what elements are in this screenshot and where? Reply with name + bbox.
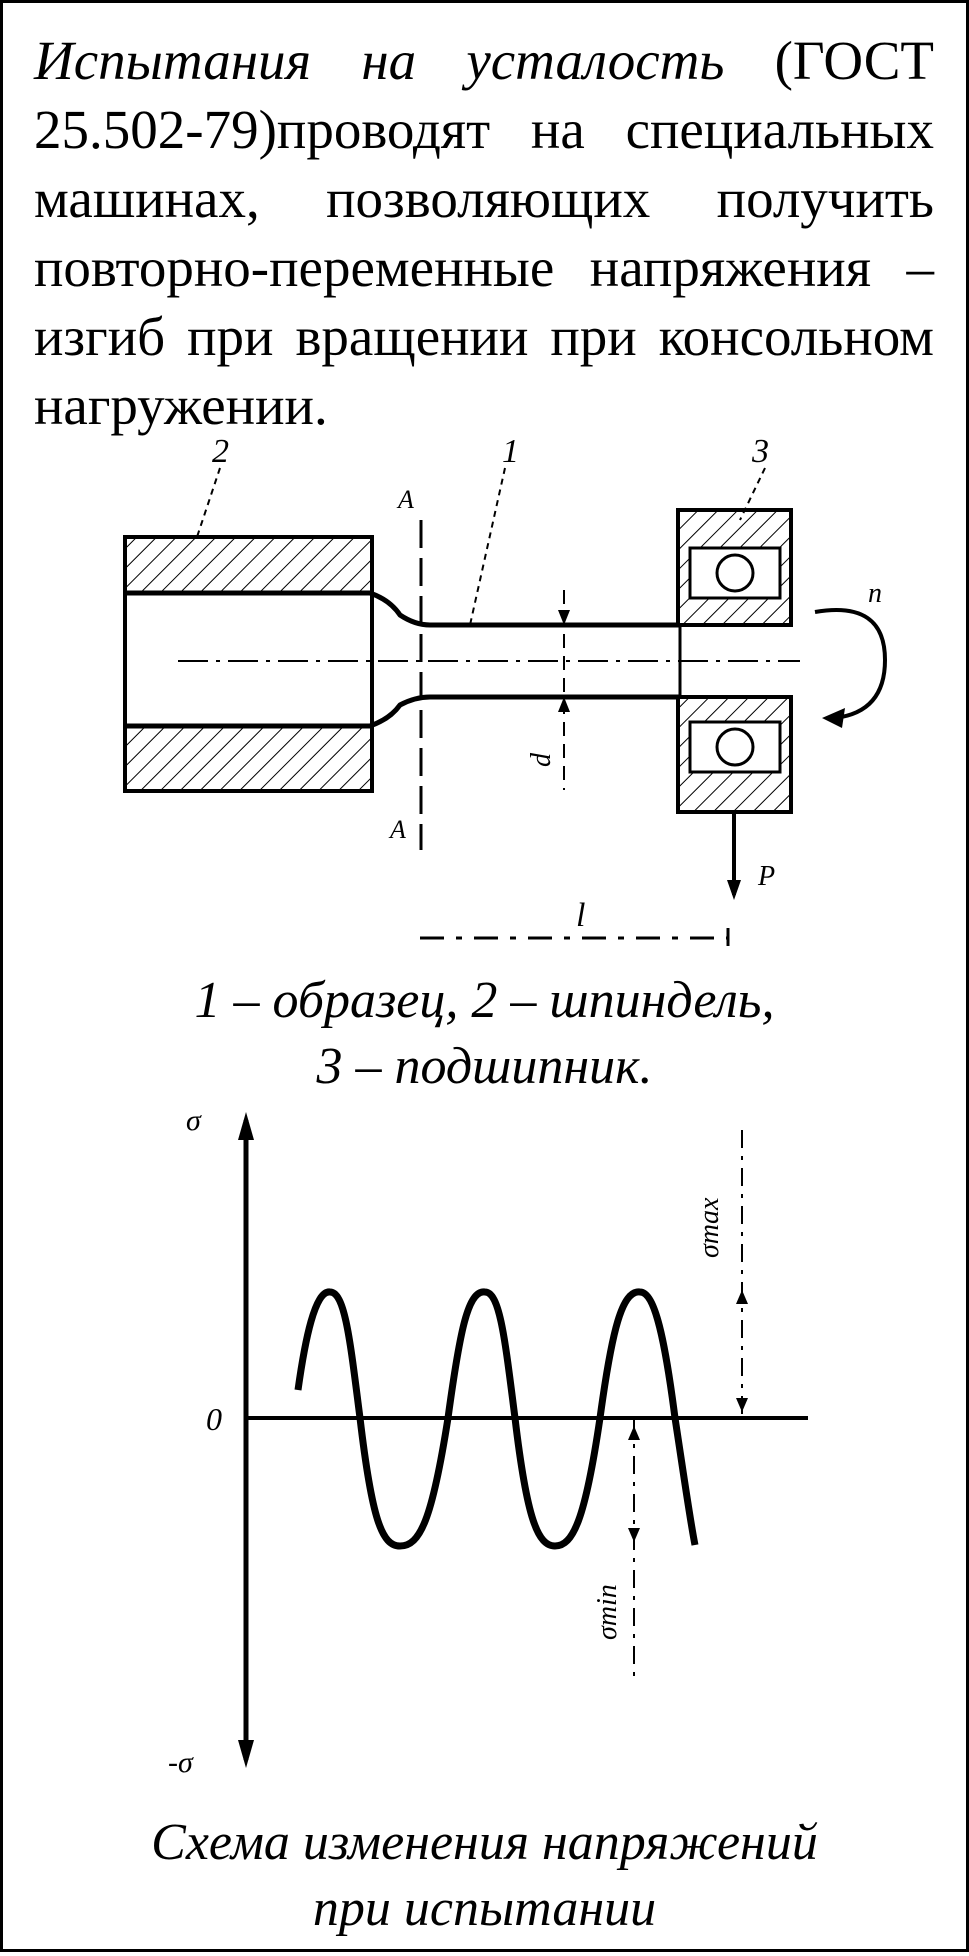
axis-label-bottom: -σ: [168, 1746, 194, 1779]
axis-label-top: σ: [186, 1104, 202, 1137]
bearing-leader: [739, 467, 766, 521]
sigma-max-arrow-bottom: [736, 1398, 748, 1412]
intro-paragraph: Испытания на усталость (ГОСТ 25.502-79)п…: [34, 26, 934, 440]
figure1-caption-line2: 3 – подшипник.: [316, 1038, 653, 1095]
length-label: l: [576, 897, 585, 934]
stress-axis-arrow-bottom: [238, 1740, 254, 1768]
section-label-top: A: [396, 485, 414, 514]
intro-text: (ГОСТ 25.502-79)проводят на специальных …: [34, 30, 935, 436]
bearing: [676, 508, 793, 814]
force-label: P: [757, 861, 775, 892]
diameter-arrow-bottom: [558, 697, 570, 712]
figure1-caption: 1 – образец, 2 – шпиндель, 3 – подшипник.: [0, 968, 969, 1100]
specimen-label: 1: [502, 433, 519, 470]
stress-wave: [294, 1288, 699, 1550]
rotation-arrowhead: [822, 708, 845, 728]
diameter-arrow-top: [558, 610, 570, 625]
diameter-label: d: [526, 752, 557, 767]
spindle: [123, 535, 374, 793]
sigma-max-arrow-top: [736, 1290, 748, 1304]
origin-label: 0: [206, 1401, 222, 1437]
test-machine-diagram: A A 2 1 3 d n P l: [123, 433, 888, 946]
sigma-max-label: σmax: [694, 1197, 725, 1258]
force-arrowhead: [727, 880, 741, 900]
figure2-caption: Схема изменения напряжений при испытании: [0, 1810, 969, 1942]
section-label-bottom: A: [388, 815, 406, 844]
figure2-caption-line2: при испытании: [312, 1880, 657, 1937]
spindle-label: 2: [212, 433, 229, 470]
spindle-leader: [195, 467, 221, 541]
stress-cycle-diagram: σ -σ 0 σmax σmin: [168, 1104, 808, 1779]
sigma-min-arrow-bottom: [628, 1528, 640, 1542]
specimen: [125, 590, 682, 729]
sigma-min-label: σmin: [592, 1584, 623, 1640]
specimen-leader: [469, 467, 506, 626]
sigma-min-arrow-top: [628, 1426, 640, 1440]
rotation-arrow: [814, 608, 888, 720]
intro-term: Испытания на усталость: [34, 30, 725, 91]
rotation-label: n: [868, 578, 882, 609]
figure2-caption-line1: Схема изменения напряжений: [151, 1814, 818, 1871]
stress-axis-arrow-top: [238, 1112, 254, 1140]
figure1-caption-line1: 1 – образец, 2 – шпиндель,: [194, 972, 775, 1029]
bearing-label: 3: [751, 433, 769, 470]
